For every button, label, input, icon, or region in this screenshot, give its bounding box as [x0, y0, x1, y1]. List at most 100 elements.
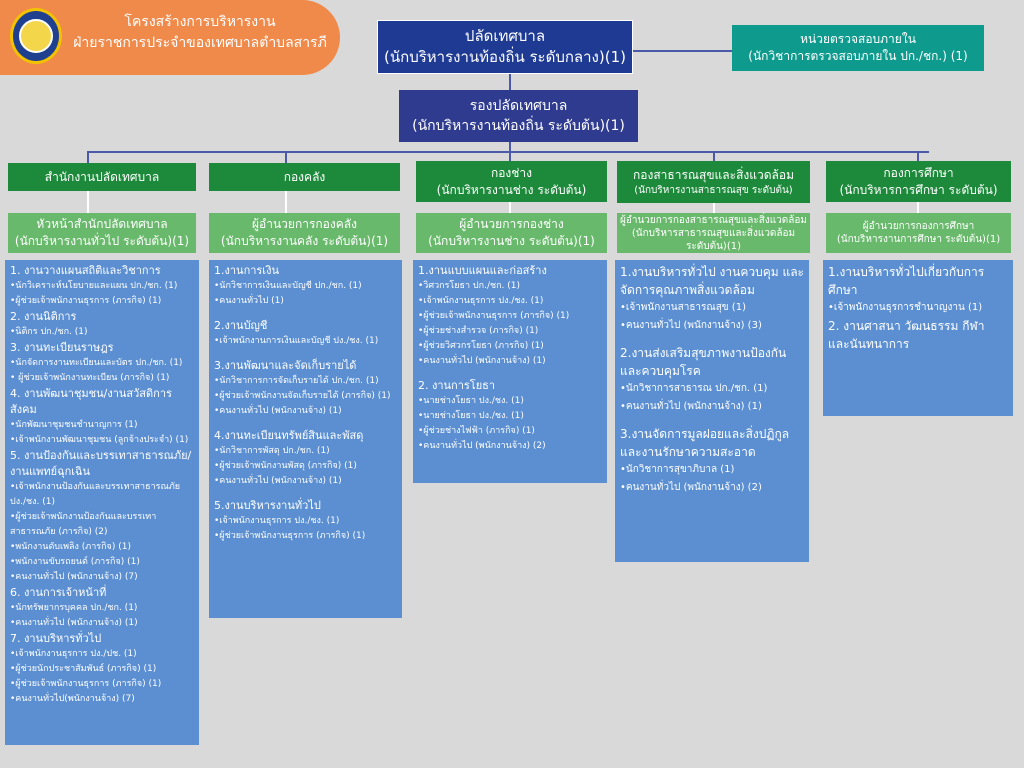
section-title: 7. งานบริหารทั่วไป — [10, 632, 102, 645]
section-title: งานแพทย์ฉุกเฉิน — [10, 465, 91, 478]
section-title: 1.งานบริหารทั่วไปเกี่ยวกับการ — [828, 265, 985, 279]
section-title: 3. งานทะเบียนราษฎร — [10, 341, 114, 354]
position-item: •พนักงานขับรถยนต์ (ภารกิจ) (1) — [10, 557, 140, 567]
division-rank: (นักบริหารงานสาธารณสุข ระดับต้น) — [634, 185, 793, 196]
position-item: •ผู้ช่วยช่างสำรวจ (ภารกิจ) (1) — [418, 326, 539, 336]
division-engineering: กองช่าง (นักบริหารงานช่าง ระดับต้น) — [416, 161, 607, 202]
section-title: 5. งานป้องกันและบรรเทาสาธารณภัย/ — [10, 449, 192, 462]
position-item: •คนงานทั่วไป (พนักงานจ้าง) (2) — [620, 482, 762, 493]
director-rank: (นักบริหารงานทั่วไป ระดับต้น)(1) — [14, 234, 190, 248]
position-item: • ผู้ช่วยเจ้าพนักงานทะเบียน (ภารกิจ) (1) — [10, 373, 170, 383]
internal-audit-box: หน่วยตรวจสอบภายใน (นักวิชาการตรวจสอบภายใ… — [732, 25, 984, 71]
section-title: และนันทนาการ — [828, 337, 910, 351]
connector-drop-3 — [509, 151, 511, 161]
connector-bus — [87, 151, 929, 153]
municipal-clerk-box: ปลัดเทศบาล (นักบริหารงานท้องถิ่น ระดับกล… — [377, 20, 633, 74]
page-title: โครงสร้างการบริหารงาน ฝ่ายราชการประจำของ… — [70, 12, 330, 54]
position-item: •คนงานทั่วไป (พนักงานจ้าง) (1) — [10, 618, 138, 628]
deputy-rank: (นักบริหารงานท้องถิ่น ระดับต้น)(1) — [412, 118, 625, 134]
position-item: ปง./ชง. (1) — [10, 497, 55, 507]
position-item: •คนงานทั่วไป(พนักงานจ้าง) (7) — [10, 694, 135, 704]
deputy-clerk-box: รองปลัดเทศบาล (นักบริหารงานท้องถิ่น ระดั… — [399, 90, 638, 142]
position-item: •คนงานทั่วไป (พนักงานจ้าง) (2) — [418, 441, 546, 451]
municipality-logo — [10, 8, 62, 64]
position-item: •พนักงานดับเพลิง (ภารกิจ) (1) — [10, 542, 131, 552]
position-item: •ผู้ช่วยเจ้าพนักงานธุรการ (ภารกิจ) (1) — [214, 531, 366, 541]
connector-drop-1 — [87, 151, 89, 163]
position-item: •วิศวกรโยธา ปก./ชก. (1) — [418, 281, 521, 291]
division-rank: (นักบริหารงานช่าง ระดับต้น) — [436, 182, 587, 197]
position-item: •ผู้ช่วยนักประชาสัมพันธ์ (ภารกิจ) (1) — [10, 664, 157, 674]
position-item: •ผู้ช่วยเจ้าพนักงานธุรการ (ภารกิจ) (1) — [10, 296, 162, 306]
position-item: •นักทรัพยากรบุคคล ปก./ชก. (1) — [10, 603, 138, 613]
position-item: •คนงานทั่วไป (พนักงานจ้าง) (3) — [620, 320, 762, 331]
director-title: หัวหน้าสำนักปลัดเทศบาล — [36, 217, 168, 231]
section-title: 3.งานจัดการมูลฝอยและสิ่งปฏิกูล — [620, 427, 790, 441]
section-spacer — [214, 309, 397, 318]
position-item: •นายช่างโยธา ปง./ชง. (1) — [418, 411, 524, 421]
director-office-of-clerk: หัวหน้าสำนักปลัดเทศบาล (นักบริหารงานทั่ว… — [8, 213, 196, 253]
position-item: •นักวิชาการพัสดุ ปก./ชก. (1) — [214, 446, 330, 456]
section-title: จัดการคุณภาพสิ่งแวดล้อม — [620, 283, 755, 297]
title-line-1: โครงสร้างการบริหารงาน — [124, 14, 276, 30]
position-item: •ผู้ช่วยเจ้าพนักงานพัสดุ (ภารกิจ) (1) — [214, 461, 357, 471]
position-item: •เจ้าพนักงานการเงินและบัญชี ปง./ชง. (1) — [214, 336, 379, 346]
director-title: ผู้อำนวยการกองการศึกษา — [862, 221, 975, 232]
connector-drop-2 — [285, 151, 287, 163]
director-rank: (นักบริหารงานคลัง ระดับต้น)(1) — [220, 234, 389, 248]
sections-public-health: 1.งานบริหารทั่วไป งานควบคุม และจัดการคุณ… — [615, 260, 809, 562]
division-name: กองคลัง — [283, 169, 326, 184]
director-finance: ผู้อำนวยการกองคลัง (นักบริหารงานคลัง ระด… — [209, 213, 400, 253]
position-item: •ผู้ช่วยเจ้าพนักงานธุรการ (ภารกิจ) (1) — [418, 311, 570, 321]
sections-engineering: 1.งานแบบแผนและก่อสร้าง•วิศวกรโยธา ปก./ชก… — [413, 260, 607, 483]
position-item: •คนงานทั่วไป (พนักงานจ้าง) (1) — [418, 356, 546, 366]
position-item: •เจ้าพนักงานธุรการ ปง./ปช. (1) — [10, 649, 137, 659]
division-name: สำนักงานปลัดเทศบาล — [44, 169, 160, 184]
position-item: •ผู้ช่วยเจ้าพนักงานธุรการ (ภารกิจ) (1) — [10, 679, 162, 689]
section-title: 2.งานส่งเสริมสุขภาพงานป้องกัน — [620, 346, 787, 360]
section-title: 1.งานการเงิน — [214, 264, 279, 277]
director-engineering: ผู้อำนวยการกองช่าง (นักบริหารงานช่าง ระด… — [416, 213, 607, 253]
position-item: •นักพัฒนาชุมชนชำนาญการ (1) — [10, 420, 138, 430]
position-item: •คนงานทั่วไป (พนักงานจ้าง) (7) — [10, 572, 138, 582]
position-item: •เจ้าพนักงานธุรการ ปง./ชง. (1) — [214, 516, 340, 526]
section-spacer — [418, 369, 602, 378]
director-title: ผู้อำนวยการกองช่าง — [459, 217, 564, 231]
connector-deputy-bus — [509, 142, 511, 152]
position-item: •นิติกร ปก./ชก. (1) — [10, 327, 88, 337]
division-rank: (นักบริหารการศึกษา ระดับต้น) — [839, 182, 998, 197]
section-title: 2. งานการโยธา — [418, 379, 496, 392]
director-education: ผู้อำนวยการกองการศึกษา (นักบริหารงานการศ… — [826, 213, 1011, 253]
position-item: •คนงานทั่วไป (พนักงานจ้าง) (1) — [214, 476, 342, 486]
section-title: 5.งานบริหารงานทั่วไป — [214, 499, 321, 512]
section-title: และควบคุมโรค — [620, 364, 701, 378]
division-education: กองการศึกษา (นักบริหารการศึกษา ระดับต้น) — [826, 161, 1011, 202]
section-spacer — [620, 416, 804, 425]
section-title: 4. งานพัฒนาชุมชน/งานสวัสดิการสังคม — [10, 387, 172, 416]
clerk-title: ปลัดเทศบาล — [464, 27, 546, 45]
section-title: และงานรักษาความสะอาด — [620, 445, 756, 459]
connector-drop-4 — [713, 151, 715, 161]
section-spacer — [214, 419, 397, 428]
director-rank: (นักบริหารงานการศึกษา ระดับต้น)(1) — [836, 234, 1001, 245]
audit-title: หน่วยตรวจสอบภายใน — [800, 32, 916, 46]
section-title: 3.งานพัฒนาและจัดเก็บรายได้ — [214, 359, 357, 372]
connector-drop-5 — [917, 151, 919, 161]
section-spacer — [620, 335, 804, 344]
section-title: 1. งานวางแผนสถิติและวิชาการ — [10, 264, 161, 277]
position-item: •เจ้าพนักงานป้องกันและบรรเทาสาธารณภัย — [10, 482, 181, 492]
director-title: ผู้อำนวยการกองคลัง — [252, 217, 357, 231]
position-item: •คนงานทั่วไป (พนักงานจ้าง) (1) — [214, 406, 342, 416]
position-item: •ผู้ช่วยเจ้าพนักงานป้องกันและบรรเทา — [10, 512, 157, 522]
audit-rank: (นักวิชาการตรวจสอบภายใน ปก./ชก.) (1) — [748, 49, 968, 63]
director-public-health: ผู้อำนวยการกองสาธารณสุขและสิ่งแวดล้อม (น… — [617, 213, 810, 253]
connector-div-head-2 — [285, 191, 287, 213]
position-item: •เจ้าพนักงานธุรการชำนาญงาน (1) — [828, 302, 983, 313]
position-item: •นักจัดการงานทะเบียนและบัตร ปก./ชก. (1) — [10, 358, 183, 368]
connector-div-head-1 — [87, 191, 89, 213]
connector-div-head-4 — [713, 203, 715, 213]
position-item: •เจ้าพนักงานธุรการ ปง./ชง. (1) — [418, 296, 544, 306]
section-title: 6. งานการเจ้าหน้าที่ — [10, 586, 107, 599]
header-banner: โครงสร้างการบริหารงาน ฝ่ายราชการประจำของ… — [0, 0, 340, 75]
division-finance: กองคลัง — [209, 163, 400, 191]
